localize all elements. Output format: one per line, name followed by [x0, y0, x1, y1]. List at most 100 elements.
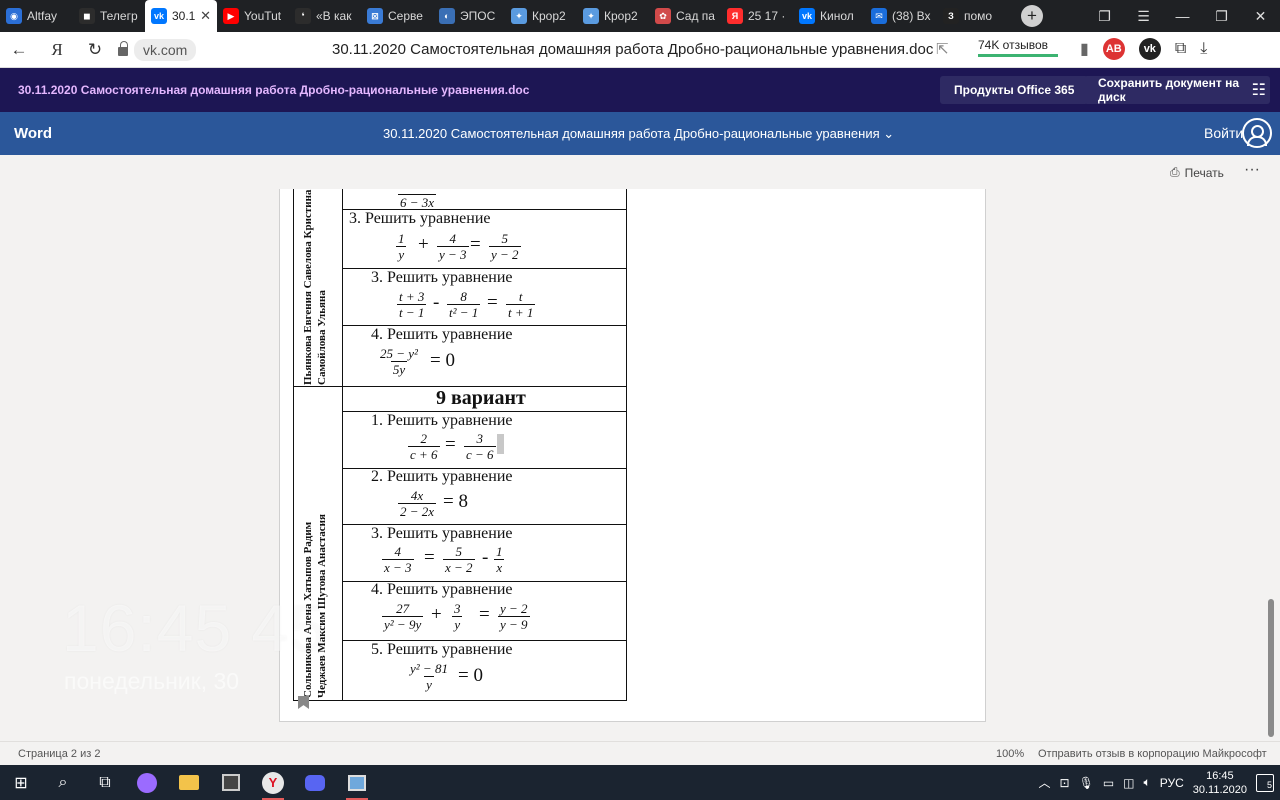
store-icon[interactable] — [210, 765, 252, 800]
yandex-browser-icon[interactable]: Y — [252, 765, 294, 800]
new-tab-icon[interactable]: + — [1021, 5, 1043, 27]
server-icon: ⊠ — [367, 8, 383, 24]
tray-app-icon[interactable]: ⊡ — [1059, 775, 1070, 790]
user-avatar-icon[interactable] — [1242, 118, 1272, 148]
address-bar: ← Я ↻ vk.com 30.11.2020 Самостоятельная … — [0, 32, 1280, 68]
word-toolbar: ⎙ Печать ··· — [0, 155, 1280, 189]
print-button[interactable]: ⎙ Печать — [1170, 165, 1224, 180]
kropp-icon: ✦ — [583, 8, 599, 24]
word-app-name[interactable]: Word — [14, 125, 53, 142]
browser-tab[interactable]: ✉(38) Вх — [865, 0, 937, 32]
browser-tab[interactable]: ◼Телегр — [73, 0, 145, 32]
browser-tab[interactable]: ⊠Серве — [361, 0, 433, 32]
equals-sign: = — [479, 604, 490, 625]
document-scrollbar[interactable] — [1266, 189, 1276, 741]
tabs-list-icon[interactable]: ❐ — [1098, 7, 1111, 24]
more-options-icon[interactable]: ··· — [1244, 161, 1260, 178]
feedback-link[interactable]: Отправить отзыв в корпорацию Майкрософт — [1038, 748, 1267, 760]
menu-icon[interactable]: ☰ — [1137, 7, 1150, 24]
adblock-icon[interactable]: AB — [1102, 38, 1125, 60]
battery-icon[interactable]: ▭ — [1102, 775, 1115, 790]
zoom-level[interactable]: 100% — [996, 748, 1025, 760]
reviews-rating-bar — [978, 54, 1058, 57]
yandex-icon: Я — [727, 8, 743, 24]
browser-tab[interactable]: ✿Сад па — [649, 0, 721, 32]
youtube-icon: ▶ — [223, 8, 239, 24]
reviews-badge[interactable]: 74K отзывов — [978, 38, 1058, 57]
share-icon[interactable]: ⇱ — [936, 41, 949, 58]
minimize-icon[interactable]: — — [1175, 8, 1190, 24]
vk-extension-icon[interactable]: vk — [1138, 38, 1161, 60]
notifications-icon[interactable]: 5 — [1256, 773, 1274, 792]
task-label: 2. Решить уравнение — [371, 468, 513, 485]
save-to-disk-button[interactable]: Сохранить документ на диск — [1084, 76, 1270, 104]
volume-icon[interactable]: 🔈︎ — [1143, 775, 1151, 789]
minus-sign: - — [482, 547, 489, 568]
word-status-bar: Страница 2 из 2 100% Отправить отзыв в к… — [0, 741, 1280, 765]
search-icon[interactable]: ⌕ — [58, 773, 68, 791]
close-window-icon[interactable]: ✕ — [1254, 7, 1267, 24]
plus-sign: + — [431, 604, 442, 625]
equation-rhs: = 0 — [430, 350, 455, 371]
collections-icon[interactable]: ⧉ — [1174, 40, 1187, 57]
settings-sliders-icon[interactable]: ☷ — [1251, 82, 1266, 99]
sign-in-link[interactable]: Войти — [1204, 125, 1244, 141]
network-icon[interactable]: ◫ — [1123, 775, 1135, 790]
close-tab-icon[interactable]: ✕ — [200, 8, 211, 23]
clock[interactable]: 16:45 30.11.2020 — [1193, 769, 1247, 797]
yandex-home-icon[interactable]: Я — [51, 39, 63, 59]
printer-icon: ⎙ — [1170, 165, 1180, 179]
browser-tab[interactable]: ✦Кроp2 — [505, 0, 577, 32]
browser-tab-title: Кинол — [820, 9, 854, 23]
lockscreen-day: понедельник, 30 — [64, 668, 240, 694]
image-viewer-icon[interactable] — [336, 765, 378, 800]
browser-tab[interactable]: ◉Altfay — [0, 0, 73, 32]
student-names-bottom-2: Чеджаев Максим Шутова Анастасия — [316, 514, 328, 698]
language-indicator[interactable]: РУС — [1159, 775, 1184, 790]
windows-start-icon[interactable]: ⊞ — [14, 774, 28, 792]
microphone-icon[interactable]: 🎙︎ — [1078, 775, 1094, 790]
back-icon[interactable]: ← — [10, 39, 28, 59]
bookmark-icon[interactable]: ▮ — [1080, 41, 1089, 58]
reload-icon[interactable]: ↻ — [87, 39, 103, 59]
znanija-icon: З — [943, 8, 959, 24]
office-products-button[interactable]: Продукты Office 365 — [940, 76, 1089, 104]
browser-tab[interactable]: ❛«В как — [289, 0, 361, 32]
document-page[interactable] — [279, 189, 986, 722]
task-label: 3. Решить уравнение — [349, 210, 491, 227]
vk-icon: vk — [151, 8, 167, 24]
task-view-icon[interactable]: ⧉ — [99, 773, 111, 791]
scrollbar-thumb[interactable] — [1268, 599, 1274, 737]
discord-icon[interactable] — [294, 765, 336, 800]
browser-tab-title: Телегр — [100, 9, 138, 23]
browser-tab-title: 25 17 · — [748, 9, 786, 23]
url-host[interactable]: vk.com — [118, 38, 197, 61]
browser-tab[interactable]: ✦Кроp2 — [577, 0, 649, 32]
word-file-name[interactable]: 30.11.2020 Самостоятельная домашняя рабо… — [383, 126, 895, 141]
browser-tab[interactable]: ▶YouTut — [217, 0, 289, 32]
bookmark-marker-icon[interactable] — [298, 696, 309, 709]
alice-assistant-icon[interactable] — [126, 765, 168, 800]
mail-icon: ✉ — [871, 8, 887, 24]
print-label: Печать — [1184, 165, 1224, 180]
download-icon[interactable]: ⤓ — [1200, 40, 1208, 57]
tray-expand-icon[interactable]: ︿ — [1038, 776, 1051, 790]
browser-tab[interactable]: Я 25 17 · — [721, 0, 793, 32]
host-label[interactable]: vk.com — [134, 38, 197, 61]
file-explorer-icon[interactable] — [168, 765, 210, 800]
browser-tab-title: «В как — [316, 9, 352, 23]
browser-tab-title: Кроp2 — [532, 9, 566, 23]
restore-icon[interactable]: ❐ — [1215, 7, 1228, 24]
document-canvas[interactable] — [0, 189, 1280, 741]
browser-tab[interactable]: ◐ЭПОС — [433, 0, 505, 32]
